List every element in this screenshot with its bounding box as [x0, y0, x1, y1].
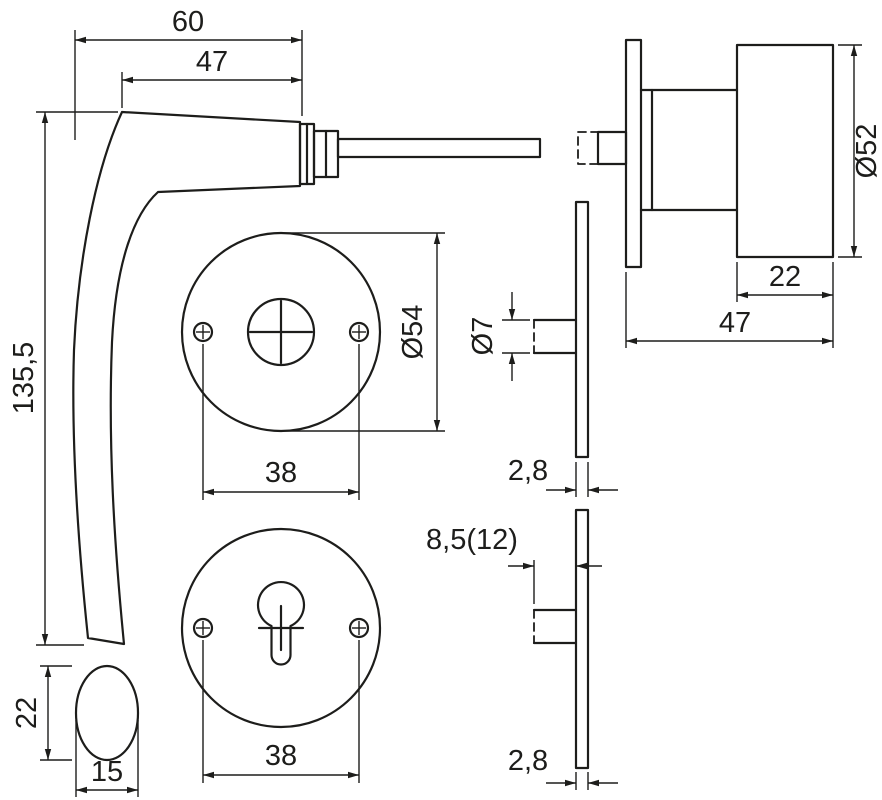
dim-total-projection: 47	[625, 272, 833, 348]
dim-label-rosette-thickness-lower: 2,8	[508, 745, 548, 777]
lower-rosette-face-view	[180, 527, 382, 729]
dim-label-end-profile-width: 15	[91, 756, 123, 788]
dim-label-spindle-length: 8,5(12)	[426, 524, 518, 556]
dim-label-total-projection: 47	[719, 307, 751, 339]
grip-cylinder	[735, 43, 835, 259]
screw-right	[348, 617, 370, 639]
rosette-plate	[574, 508, 590, 770]
handle-side-view	[72, 110, 542, 646]
upper-rosette-face-view	[180, 231, 382, 433]
rosette-edge	[624, 38, 643, 269]
spindle-rod	[336, 137, 542, 159]
screw-left	[192, 617, 214, 639]
dim-grip-length: 47	[121, 46, 302, 108]
dim-spindle-diameter: Ø7	[467, 292, 530, 381]
dim-screw-spacing-upper: 38	[202, 344, 360, 500]
rosette-outer-circle	[180, 527, 382, 729]
dim-end-profile-width: 15	[75, 720, 139, 797]
dim-spindle-length: 8,5(12)	[426, 524, 602, 604]
dim-label-grip-diameter: Ø52	[851, 124, 882, 179]
end-profile-view	[74, 664, 140, 762]
dim-label-rosette-thickness-upper: 2,8	[508, 455, 548, 487]
dim-label-handle-overall-width: 60	[172, 6, 204, 38]
upper-rosette-edge-view	[532, 200, 590, 459]
dim-grip-depth: 22	[736, 261, 834, 348]
dim-label-handle-height: 135,5	[8, 342, 40, 415]
dim-rosette-diameter: Ø54	[281, 232, 445, 432]
dim-rosette-thickness-lower: 2,8	[508, 745, 618, 790]
end-profile-oval	[74, 664, 140, 762]
screw-left	[192, 321, 214, 343]
spindle-end	[596, 130, 628, 166]
spindle-hidden-section	[577, 131, 599, 165]
dim-rosette-thickness-upper: 2,8	[508, 455, 618, 497]
dim-label-grip-depth: 22	[769, 261, 801, 293]
dim-label-rosette-diameter: Ø54	[397, 305, 429, 360]
rosette-plate	[574, 200, 590, 459]
lever-outline	[72, 110, 302, 646]
dim-end-profile-height: 22	[11, 665, 72, 761]
dim-handle-overall-width: 60	[74, 6, 303, 140]
lower-rosette-edge-view	[532, 508, 590, 770]
dim-grip-diameter: Ø52	[838, 44, 882, 258]
dim-handle-height: 135,5	[8, 111, 118, 646]
dim-label-spindle-diameter: Ø7	[467, 317, 499, 356]
dim-label-grip-length: 47	[196, 46, 228, 78]
dim-screw-spacing-lower: 38	[202, 640, 360, 783]
handle-front-view	[577, 38, 835, 269]
dim-label-end-profile-height: 22	[11, 697, 43, 729]
dim-label-screw-spacing-upper: 38	[265, 457, 297, 489]
screw-right	[348, 321, 370, 343]
euro-cylinder-cutout	[256, 580, 306, 666]
spindle-hole-circle	[246, 297, 316, 367]
dim-label-screw-spacing-lower: 38	[265, 740, 297, 772]
